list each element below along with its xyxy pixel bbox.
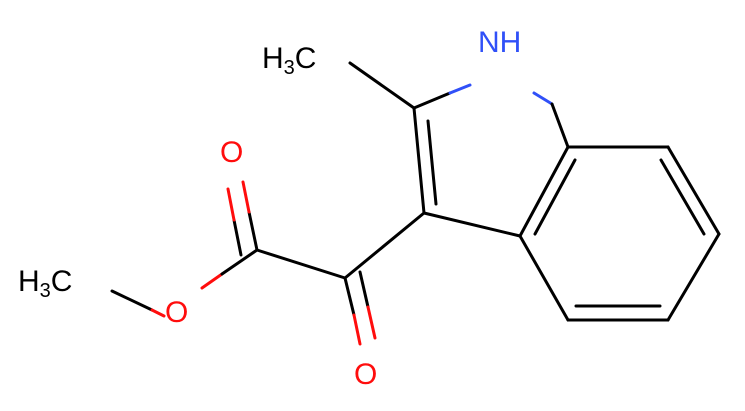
label-nh: NH [478,26,521,59]
bond-methyl-o-ether-red [150,308,166,318]
bond-ester-co-2 [232,218,243,257]
bond-o-ether-ester-c-red [200,272,224,290]
bond-c4-c3a [518,234,570,322]
bond-ketone-co-2-red [366,305,377,340]
label-methyl-left: H3C [18,265,72,302]
bond-c6-c5 [666,232,721,322]
bond-c7-c6-inner [659,158,706,236]
bond-ester-co-1 [247,210,259,252]
bond-ketone-c-c3 [343,211,426,280]
label-o-ether: O [165,296,188,329]
bond-ester-co-1-red [241,180,251,214]
label-methyl-top: H3C [262,42,316,79]
bond-c3-c2-outer [412,106,426,215]
bond-ester-co-2-red [226,187,236,222]
bond-c2-n [412,91,452,110]
bond-o-ether-ester-c [220,248,259,276]
bond-c3-c2-inner [426,119,438,206]
bond-ketone-co-1-red [352,313,362,346]
bond-ketone-co-2 [358,270,370,309]
bond-c3a-c7a-inner [533,158,577,236]
bond-c3-c3a [422,211,522,238]
bond-ester-c-ketone-c [255,248,347,280]
label-o-carbonyl-ester: O [220,136,243,169]
bond-n-c7a [550,102,570,149]
bond-c7-c6-outer [666,145,721,236]
bond-methyl-o-ether [110,289,154,312]
bond-n-c7a-blue [532,91,554,106]
bond-c2-methyl [348,61,416,110]
bond-c3a-c7a-outer [518,145,570,238]
label-o-ketone: O [354,358,377,391]
bond-c2-n-blue [448,83,472,95]
bond-ketone-co-1 [343,276,356,317]
